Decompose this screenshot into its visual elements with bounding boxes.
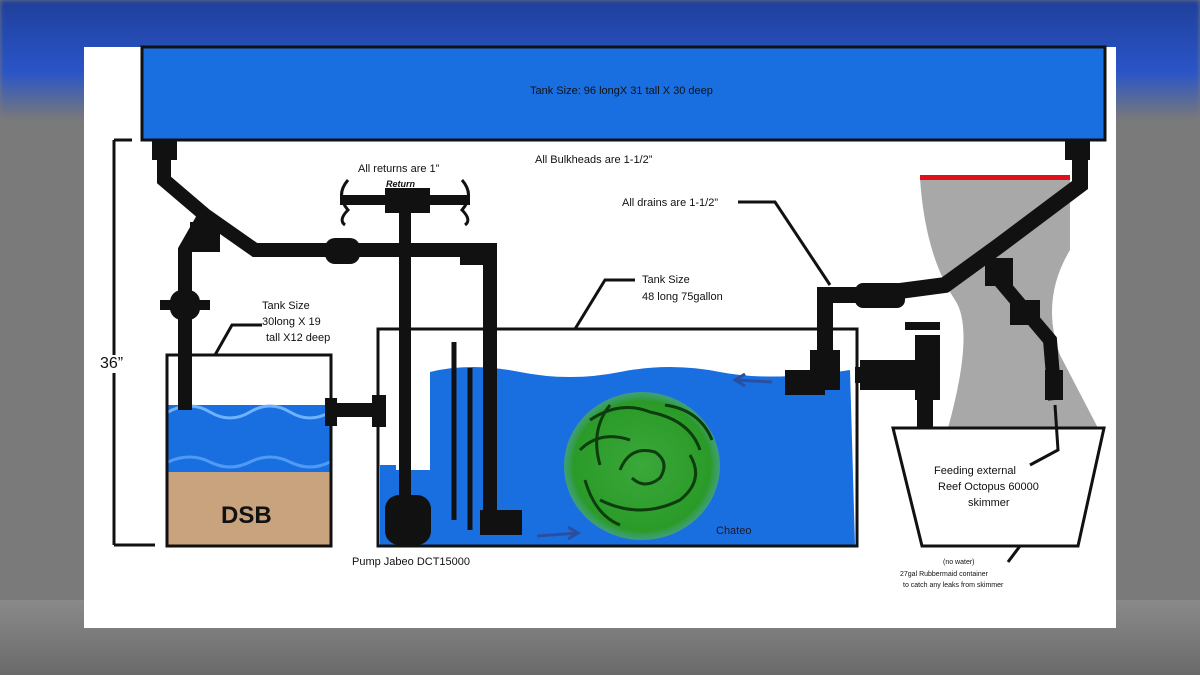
refugium-size-label-line1: Tank Size	[262, 300, 310, 312]
sump-tank	[376, 327, 859, 548]
skimmer-body	[920, 178, 1098, 428]
pump-label: Pump Jabeo DCT15000	[352, 556, 471, 568]
skimmer-label-line3: skimmer	[968, 497, 1010, 509]
sump-size-label-line2: 48 long 75gallon	[642, 291, 723, 303]
skimmer-label-line1: Feeding external	[934, 465, 1016, 477]
return-bracket-right	[459, 179, 470, 227]
rubbermaid-container	[891, 426, 1106, 548]
refugium-wave	[167, 404, 331, 420]
refugium-size-label-line3: tall X12 deep	[266, 332, 331, 344]
return-bracket-left	[340, 179, 351, 227]
container-label-line1: (no water)	[943, 559, 975, 566]
chaeto-strands	[578, 403, 714, 527]
chaeto-macroalgae	[564, 392, 720, 540]
refugium-wave-2	[167, 455, 331, 469]
deep-sand-bed	[168, 472, 330, 545]
dsb-label: DSB	[221, 502, 272, 529]
flow-arrow-right	[536, 525, 581, 541]
height-label: 36”	[100, 355, 124, 373]
refugium-tank	[165, 353, 333, 548]
returns-label: All returns are 1”	[358, 163, 440, 175]
container-label-line3: to catch any leaks from skimmer	[903, 582, 1004, 589]
skimmer-lid	[920, 175, 1070, 180]
drains-label: All drains are 1-1/2”	[622, 197, 718, 209]
pipe-fittings	[152, 140, 1090, 545]
refugium-size-label-line2: 30long X 19	[262, 316, 321, 328]
bulkheads-label: All Bulkheads are 1-1/2”	[535, 154, 653, 166]
flow-arrow-left	[732, 372, 773, 388]
chaeto-label: Chateo	[716, 525, 752, 537]
container-label-line2: 27gal Rubbermaid container	[900, 571, 988, 578]
sump-size-label-line1: Tank Size	[642, 274, 690, 286]
skimmer-label-line2: Reef Octopus 60000	[938, 481, 1039, 493]
main-tank-size-label: Tank Size: 96 longX 31 tall X 30 deep	[530, 85, 713, 97]
main-tank	[140, 45, 1107, 142]
return-label: Return	[386, 179, 415, 189]
callout-lines	[112, 138, 1060, 563]
